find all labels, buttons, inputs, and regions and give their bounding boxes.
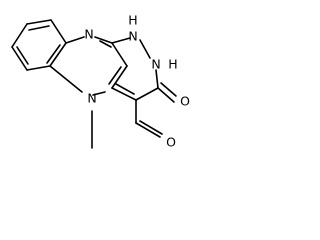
double-bond-inner (115, 83, 135, 95)
bond (65, 36, 85, 44)
bond (135, 87, 159, 101)
benzene-ring (11, 19, 67, 71)
bond (155, 69, 159, 89)
bond (111, 42, 128, 67)
double-bond-outer (160, 82, 177, 97)
atom-label-h-1: H (128, 13, 137, 28)
bond (11, 46, 28, 71)
double-bond-inner (28, 25, 50, 31)
atom-label-o-ketone: O (180, 94, 190, 109)
atom-label-n-top: N (84, 27, 93, 42)
bond (157, 87, 175, 103)
atom-label-o-aldehyde: O (166, 135, 176, 150)
bond (26, 65, 51, 71)
bond (49, 42, 67, 67)
atom-label-h-2: H (168, 57, 177, 72)
bond (111, 87, 137, 101)
bond (49, 65, 83, 93)
molecule-canvas: N H N N H O N O (11, 12, 191, 150)
pyrazine-ring (49, 36, 128, 96)
substituents (91, 99, 163, 149)
bond (111, 37, 131, 44)
pyridazinone-ring (111, 37, 177, 103)
aldehyde-carbonyl-bond (135, 122, 161, 138)
atom-label-nh-2: N (151, 57, 160, 72)
bond (94, 36, 113, 44)
double-bond-inner (16, 46, 29, 65)
structure-drawing: N H N N H O N O (11, 13, 190, 150)
bond (50, 19, 67, 44)
atom-label-nh-1: N (128, 29, 137, 44)
bond (11, 23, 28, 48)
bond (139, 39, 151, 59)
bond (92, 91, 106, 96)
double-bond-inner (99, 40, 112, 48)
bond (26, 19, 52, 25)
bond (111, 65, 128, 89)
double-bond-inner (46, 44, 61, 64)
double-bond-inner (108, 66, 122, 85)
aldehyde-carbonyl-double (139, 120, 163, 135)
atom-label-n-methyl: N (87, 91, 96, 106)
